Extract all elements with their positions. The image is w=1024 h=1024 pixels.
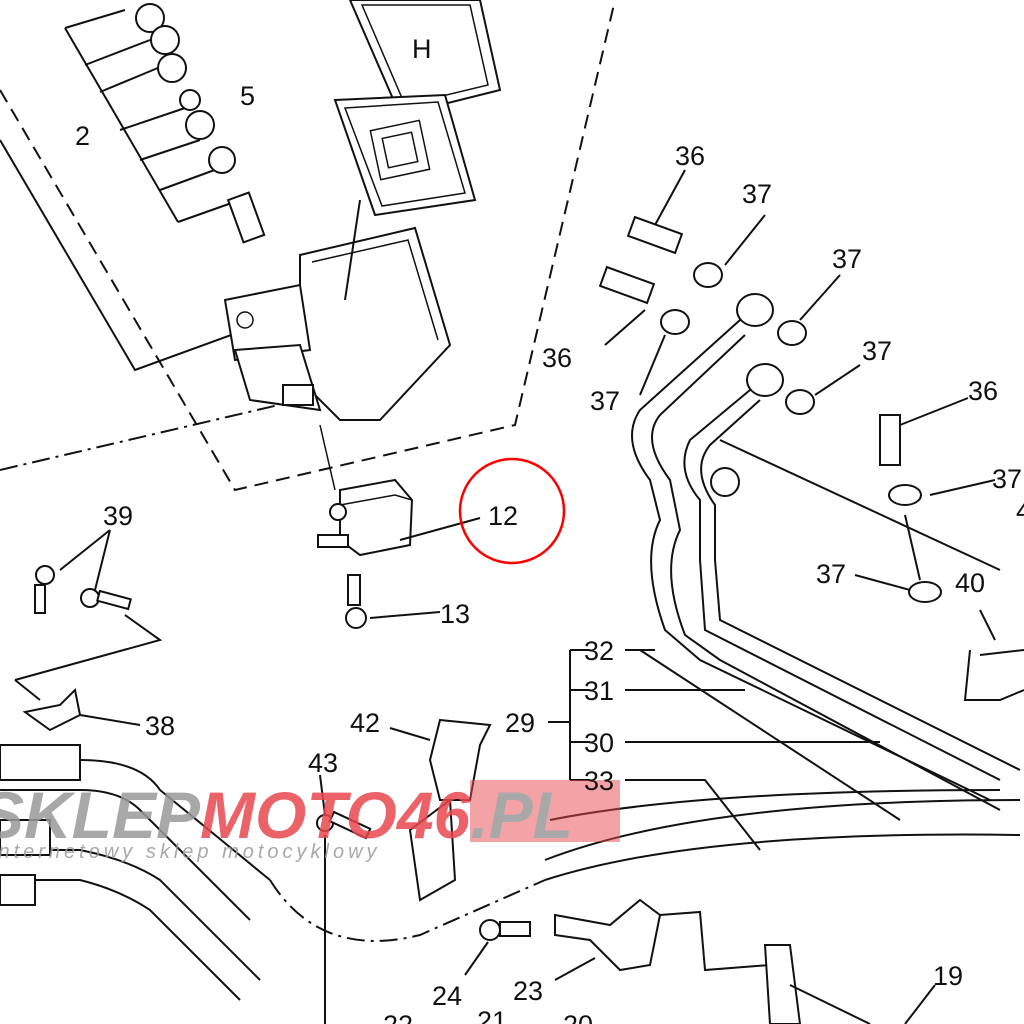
leader-19: [789, 984, 936, 1024]
hose-guide-bracket: [408, 798, 457, 902]
watermark-text-suffix: .PL: [470, 778, 573, 852]
callout-5: 5: [240, 81, 255, 111]
master-cylinder-body: [223, 226, 452, 421]
part-2-bracket: [64, 9, 241, 223]
watermark-badge: [470, 780, 620, 842]
part-38-clip: [22, 687, 82, 732]
leader-40: [979, 609, 996, 641]
part-19-stay: [763, 944, 802, 1024]
copper-washers: [660, 262, 942, 603]
part-43-screw: [316, 810, 372, 840]
callout-20: 20: [563, 1010, 593, 1024]
watermark-tagline: internetowy sklep motocyklowy: [0, 841, 381, 863]
callout-24: 24: [432, 981, 462, 1011]
callout-23: 23: [513, 976, 543, 1006]
leader-43: [319, 774, 326, 1024]
callout-42: 42: [350, 708, 380, 738]
leader-12: [399, 517, 481, 541]
callout-labels: 2 5 36 37 37 36 37 37 36 37 4 12 13 37 4…: [75, 81, 1024, 1024]
watermark-text-red: MOTO46: [200, 778, 471, 852]
part-5-diaphragm: [333, 93, 477, 217]
leader-39: [14, 529, 163, 701]
callout-36: 36: [675, 141, 705, 171]
callout-37: 37: [590, 386, 620, 416]
callout-37: 37: [862, 336, 892, 366]
callout-37: 37: [832, 244, 862, 274]
callout-36: 36: [542, 343, 572, 373]
callout-21: 21: [477, 1006, 507, 1024]
leader-42: [389, 727, 431, 741]
highlight-circle-part-12: [458, 457, 566, 565]
part-40-clip: [963, 649, 1024, 701]
leader-hose-refs: [639, 439, 1001, 821]
callout-38: 38: [145, 711, 175, 741]
callout-29: 29: [505, 708, 535, 738]
callout-37: 37: [816, 559, 846, 589]
callout-33: 33: [584, 766, 614, 796]
part-2-piston-components: [135, 3, 266, 244]
watermark-text-gray: SKLEP: [0, 778, 201, 852]
callout-22: 22: [383, 1010, 413, 1024]
callout-40: 40: [955, 568, 985, 598]
callout-2: 2: [75, 121, 90, 151]
callout-31: 31: [584, 676, 614, 706]
callout-37: 37: [992, 464, 1022, 494]
leader-38: [79, 714, 141, 726]
callout-19: 19: [933, 961, 963, 991]
reservoir-cap: H: [348, 0, 502, 117]
assembly-outline: [0, 0, 616, 492]
watermark: SKLEPMOTO46.PL internetowy sklep motocyk…: [0, 778, 620, 863]
callout-37: 37: [742, 179, 772, 209]
part-39-screws: [34, 565, 132, 614]
leader-12-mount: [319, 424, 336, 491]
part-13-screw: [345, 574, 367, 629]
part-24-bolt: [479, 919, 531, 941]
leader-29-group: [625, 649, 880, 851]
callout-39: 39: [103, 501, 133, 531]
callout-43: 43: [308, 748, 338, 778]
hose-fittings-left: [0, 744, 81, 906]
leader-lines-bolts: [604, 169, 996, 591]
callout-32: 32: [584, 636, 614, 666]
leader-5: [344, 199, 361, 301]
group-29-bracket: [548, 649, 590, 781]
banjo-bolts: [598, 215, 901, 466]
callout-36: 36: [968, 376, 998, 406]
svg-text:SKLEPMOTO46.PL: SKLEPMOTO46.PL: [0, 778, 573, 852]
leader-13: [369, 611, 441, 619]
cap-letter: H: [412, 34, 432, 64]
center-line: [0, 399, 301, 471]
callout-12: 12: [488, 501, 518, 531]
brake-hoses: [0, 319, 1021, 1001]
part-23-bracket: [554, 898, 662, 972]
leader-23-24: [464, 910, 771, 981]
callout-13: 13: [440, 599, 470, 629]
callout-30: 30: [584, 728, 614, 758]
part-12-brake-switch: [317, 478, 414, 557]
callout-4: 4: [1016, 496, 1024, 526]
